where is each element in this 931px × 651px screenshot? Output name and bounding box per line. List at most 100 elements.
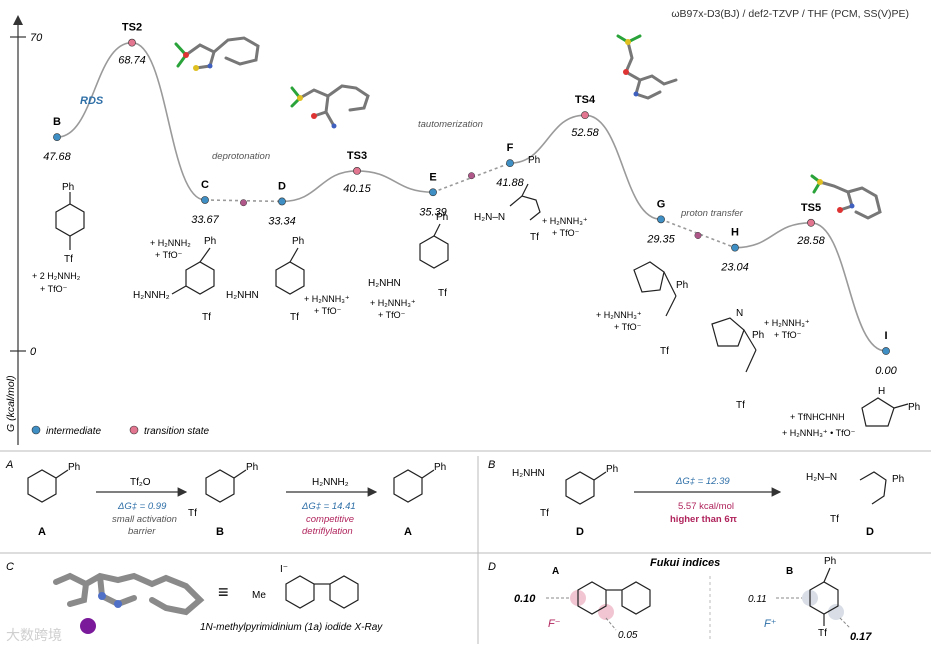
y-axis: 70 0 G (kcal/mol) — [5, 15, 43, 445]
panelD-B-minor: 0.11 — [748, 594, 767, 605]
H-nh: N — [736, 308, 743, 319]
point-G — [657, 215, 665, 224]
legend-intermediate: intermediate — [46, 426, 101, 437]
G-ph: Ph — [676, 280, 688, 291]
label-I: I — [884, 330, 887, 342]
panelC-iodide: I⁻ — [280, 564, 288, 575]
F-reagent-1: + H₂NNH₃⁺ — [542, 216, 588, 226]
ts3-structure-image — [290, 84, 370, 129]
label-F: F — [507, 142, 514, 154]
B-ph: Ph — [62, 182, 74, 193]
fukui-highlight-4 — [828, 604, 844, 620]
label-C: C — [201, 179, 209, 191]
legend-ts: transition state — [144, 426, 209, 437]
ts2-structure-image — [174, 36, 260, 71]
panelB-ph-2: Ph — [892, 474, 904, 485]
curve-H-TS5 — [734, 221, 812, 249]
curve-TS3-E — [356, 170, 434, 194]
panelD-B-label: B — [786, 566, 793, 577]
point-I — [882, 347, 890, 355]
midpoint-G-H — [694, 232, 702, 239]
label-G: G — [657, 198, 666, 210]
species-E-structure — [419, 223, 449, 269]
watermark: 大数跨境 — [6, 627, 62, 643]
F-tf: Tf — [530, 232, 539, 243]
F-group: H₂N–N — [474, 212, 505, 223]
value-F: 41.88 — [496, 177, 524, 189]
panelA-label-3: A — [404, 526, 412, 538]
value-D: 33.34 — [268, 215, 296, 227]
panelB-label-2: D — [866, 526, 874, 538]
panelB-product-group: H₂N–N — [806, 472, 837, 483]
value-G: 29.35 — [646, 233, 675, 245]
value-H: 23.04 — [720, 262, 749, 274]
panelC-letter: C — [6, 561, 14, 573]
point-C — [201, 196, 209, 204]
E-reagent-2: + TfO⁻ — [378, 310, 406, 320]
panelA-note-1a: small activation — [112, 514, 177, 525]
value-E: 35.39 — [419, 206, 447, 218]
point-TS2 — [128, 38, 136, 47]
species-F-structure — [509, 183, 541, 221]
proton-transfer-label: proton transfer — [680, 208, 744, 219]
C-reagent-1: + H₂NNH₂ — [150, 238, 191, 248]
panelA-structures — [27, 469, 435, 503]
label-TS3: TS3 — [347, 150, 367, 162]
B-tf: Tf — [64, 254, 73, 265]
panelA-ph-1: Ph — [68, 462, 80, 473]
panelC-caption: 1N-methylpyrimidinium (1a) iodide X-Ray — [200, 622, 383, 633]
D-reagent-2: + TfO⁻ — [314, 306, 342, 316]
point-TS5 — [807, 218, 815, 227]
B-reagent-2: + TfO⁻ — [40, 284, 68, 294]
label-E: E — [429, 171, 436, 183]
species-I-structure — [861, 397, 909, 427]
panelB-letter: B — [488, 459, 495, 471]
panelD-A-type: F⁻ — [548, 618, 561, 630]
curve-TS2-C — [131, 41, 206, 201]
curve-TS4-G — [584, 114, 662, 221]
I-ph: Ph — [908, 402, 920, 413]
E-ph: Ph — [436, 212, 448, 223]
F-reagent-2: + TfO⁻ — [552, 228, 580, 238]
E-group: H₂NHN — [368, 278, 401, 289]
panelA-ph-2: Ph — [246, 462, 258, 473]
ts5-structure-image — [810, 174, 882, 220]
G-reagent-1: + H₂NNH₃⁺ — [596, 310, 642, 320]
panelB-note-1: 5.57 kcal/mol — [678, 501, 734, 512]
xray-structure-image — [53, 572, 205, 634]
I-nh: H — [878, 386, 885, 397]
D-reagent-1: + H₂NNH₃⁺ — [304, 294, 350, 304]
tick-70: 70 — [30, 32, 43, 44]
G-reagent-2: + TfO⁻ — [614, 322, 642, 332]
species-D-structure — [275, 247, 305, 295]
panelD-B-structure — [809, 567, 839, 626]
I-reagent-1: + TfNHCHNH — [790, 412, 845, 422]
panelD-A-minor: 0.05 — [618, 630, 638, 641]
D-ph: Ph — [292, 236, 304, 247]
midpoint-C-D — [240, 199, 247, 207]
panelA-tf: Tf — [188, 508, 197, 519]
value-TS5: 28.58 — [796, 235, 825, 247]
panelB-ph-1: Ph — [606, 464, 618, 475]
value-TS3: 40.15 — [343, 183, 371, 195]
curve-D-TS3 — [281, 170, 358, 203]
label-TS4: TS4 — [575, 94, 596, 106]
panelB-tf-1: Tf — [540, 508, 549, 519]
species-B-structure — [55, 192, 85, 250]
panelA-reagent-1: Tf₂O — [130, 477, 151, 488]
H-reagent-1: + H₂NNH₃⁺ — [764, 318, 810, 328]
I-reagent-2: + H₂NNH₃⁺ • TfO⁻ — [782, 428, 856, 438]
E-reagent-1: + H₂NNH₃⁺ — [370, 298, 416, 308]
panelD-A-label: A — [552, 566, 559, 577]
legend: intermediate transition state — [31, 425, 209, 437]
C-hydrazine: H₂NNH₂ — [133, 290, 170, 301]
tautomerization-label: tautomerization — [418, 119, 483, 130]
B-reagent-1: + 2 H₂NNH₂ — [32, 271, 81, 281]
method-header: ωB97x-D3(BJ) / def2-TZVP / THF (PCM, SS(… — [671, 8, 909, 20]
point-H — [731, 243, 739, 252]
G-tf: Tf — [660, 346, 669, 357]
panelA-dg-1: ΔG‡ = 0.99 — [117, 501, 167, 512]
energy-curves — [56, 41, 887, 352]
